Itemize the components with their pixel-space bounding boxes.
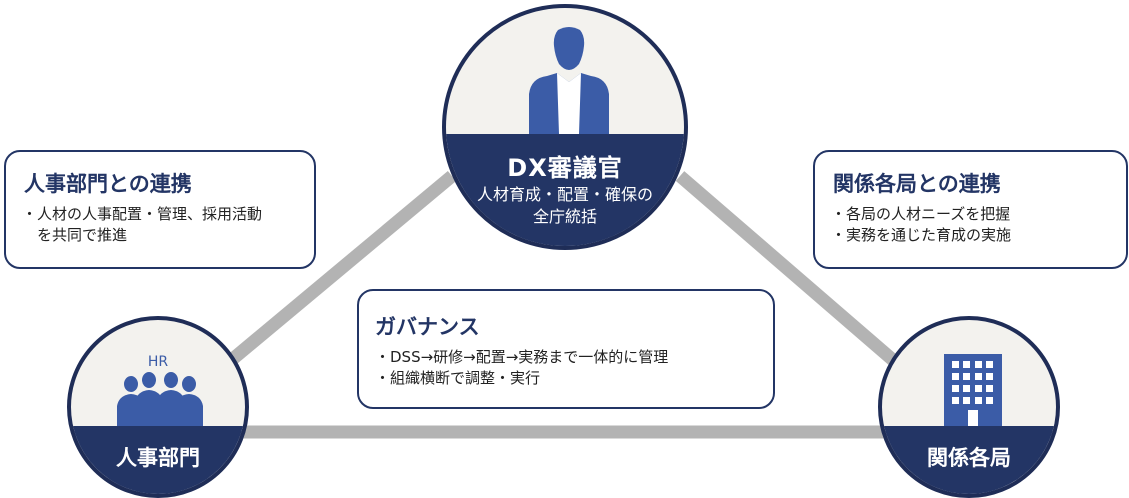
governance-box: ガバナンス ・DSS→研修→配置→実務まで一体的に管理 ・組織横断で調整・実行 [357,289,775,409]
hr-collaboration-list: ・人材の人事配置・管理、採用活動 を共同で推進 [22,204,304,246]
dx-node-title: DX審議官 [507,154,623,182]
governance-title: ガバナンス [375,315,480,339]
hr-department-node: HR 人事部門 [67,316,249,498]
dx-councilor-node: DX審議官 人材育成・配置・確保の 全庁統括 [442,4,688,250]
list-item: を共同で推進 [22,226,128,244]
bureau-collaboration-list: ・各局の人材ニーズを把握 ・実務を通じた育成の実施 [831,204,1116,246]
person-icon [529,27,609,134]
hr-label: HR [147,354,169,370]
list-item: ・人材の人事配置・管理、採用活動 [22,205,263,223]
dx-desc-line-2: 全庁統括 [532,207,597,226]
list-item: ・組織横断で調整・実行 [375,369,541,387]
bureaus-node: 関係各局 [878,316,1060,498]
governance-list: ・DSS→研修→配置→実務まで一体的に管理 ・組織横断で調整・実行 [375,347,763,389]
list-item: ・各局の人材ニーズを把握 [831,205,1011,223]
dx-node-label-band [446,134,684,246]
list-item: ・実務を通じた育成の実施 [831,226,1012,244]
bureaus-node-label-band [882,426,1056,494]
dx-desc-line-1: 人材育成・配置・確保の [476,185,653,204]
building-icon [944,354,1002,426]
hr-node-label-band [71,426,245,494]
dx-node-description: 人材育成・配置・確保の 全庁統括 [446,184,684,228]
list-item: ・DSS→研修→配置→実務まで一体的に管理 [375,348,669,366]
hr-collaboration-title: 人事部門との連携 [24,172,192,196]
group-icon [117,372,203,426]
bureau-collaboration-box: 関係各局との連携 ・各局の人材ニーズを把握 ・実務を通じた育成の実施 [813,150,1128,269]
hr-node-title: 人事部門 [116,446,200,470]
bureaus-node-title: 関係各局 [927,446,1011,470]
bureau-collaboration-title: 関係各局との連携 [833,172,1001,196]
hr-collaboration-box: 人事部門との連携 ・人材の人事配置・管理、採用活動 を共同で推進 [4,150,316,269]
